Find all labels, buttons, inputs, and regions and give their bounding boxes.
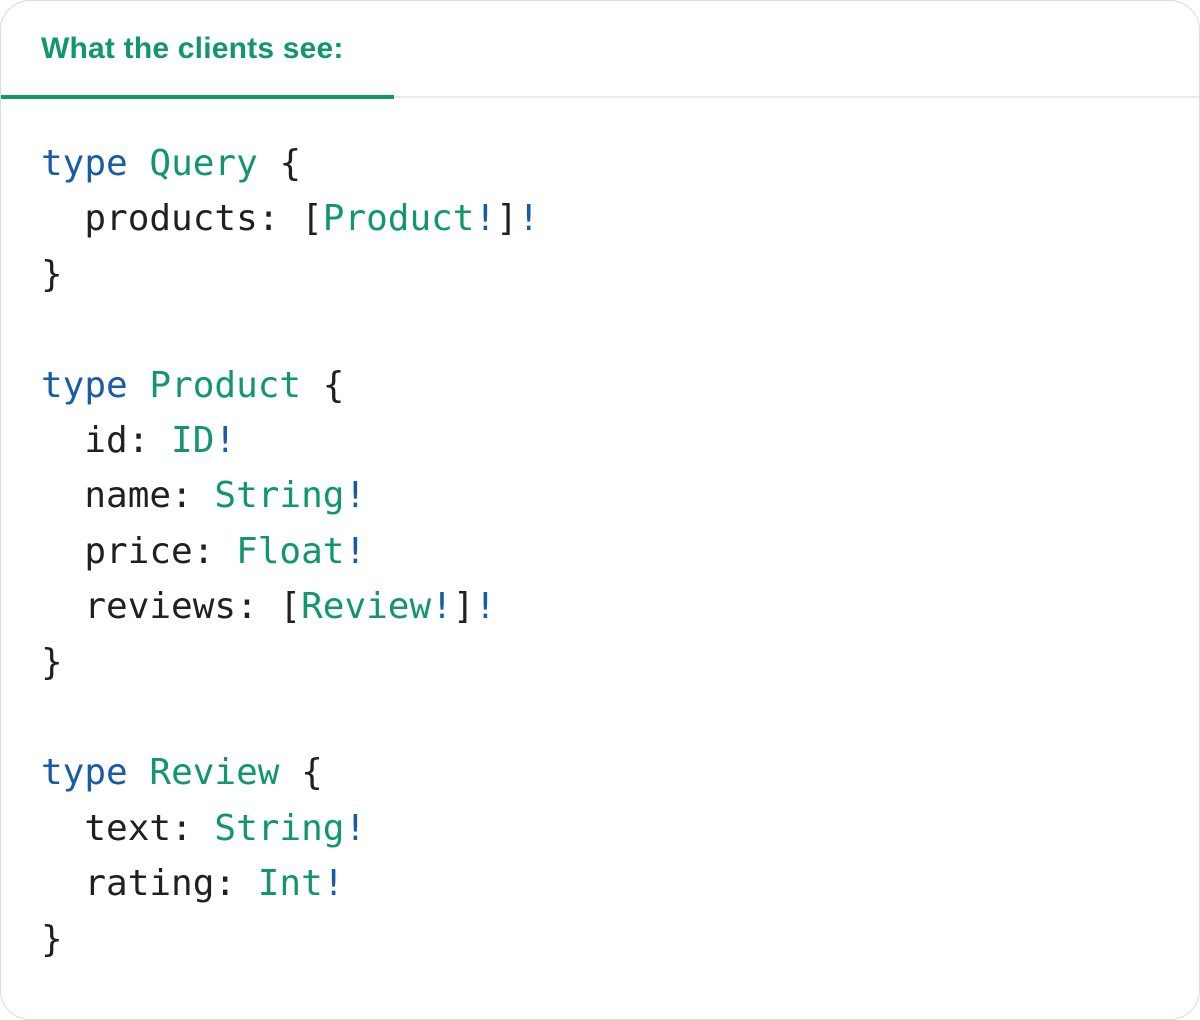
code-token: id:	[41, 420, 172, 462]
code-token: text:	[41, 807, 215, 849]
code-token: Product	[149, 364, 302, 406]
code-token: products: [	[41, 198, 323, 240]
code-token: !	[214, 420, 237, 462]
code-token: ]	[496, 198, 518, 240]
code-line	[41, 690, 1175, 745]
code-line: type Review {	[41, 745, 1175, 800]
code-line: price: Float!	[41, 524, 1175, 579]
code-line	[41, 302, 1175, 357]
code-token: !	[344, 475, 367, 517]
code-token: !	[474, 198, 497, 240]
tab-bar: What the clients see:	[1, 1, 1199, 99]
code-line: text: String!	[41, 801, 1175, 856]
code-token: }	[41, 918, 63, 960]
code-token: ]	[452, 586, 475, 628]
code-token	[128, 752, 150, 793]
code-token: name:	[41, 475, 215, 517]
code-token: {	[257, 143, 302, 184]
code-token: Product	[322, 198, 475, 240]
code-line: type Product {	[41, 358, 1175, 413]
code-line: }	[41, 912, 1175, 967]
code-token: String	[214, 807, 345, 849]
code-token: type	[41, 143, 128, 184]
code-token: !	[431, 586, 453, 628]
code-line: reviews: [Review!]!	[41, 579, 1175, 634]
code-token: {	[301, 364, 345, 406]
code-block: type Query { products: [Product!]!} type…	[1, 98, 1199, 967]
code-token: rating:	[41, 863, 258, 905]
code-token: Review	[301, 586, 432, 628]
code-token: reviews: [	[41, 586, 302, 628]
code-token: !	[322, 863, 345, 905]
code-line: type Query {	[41, 136, 1175, 191]
code-token: !	[517, 198, 540, 240]
code-token: !	[344, 530, 367, 572]
code-token: ID	[171, 420, 215, 462]
code-token: {	[279, 752, 323, 794]
code-line: name: String!	[41, 468, 1175, 523]
tab-clients-view[interactable]: What the clients see:	[1, 1, 394, 99]
code-line: }	[41, 635, 1175, 690]
code-token: }	[41, 641, 63, 683]
code-token	[128, 143, 150, 184]
code-line: }	[41, 247, 1175, 302]
code-token: }	[41, 253, 63, 295]
code-line: id: ID!	[41, 413, 1175, 468]
code-line: products: [Product!]!	[41, 191, 1175, 246]
code-token: Review	[149, 752, 280, 794]
code-token: String	[214, 475, 345, 517]
code-token: type	[41, 364, 128, 406]
code-token: Query	[149, 143, 258, 184]
code-token: Int	[257, 863, 323, 905]
code-token	[128, 365, 150, 406]
code-token: price:	[41, 530, 237, 572]
code-token: !	[344, 807, 367, 849]
code-token: Float	[236, 530, 345, 572]
code-line: rating: Int!	[41, 856, 1175, 911]
tab-label: What the clients see:	[41, 31, 344, 65]
code-token: !	[474, 586, 497, 628]
code-token: type	[41, 752, 128, 794]
